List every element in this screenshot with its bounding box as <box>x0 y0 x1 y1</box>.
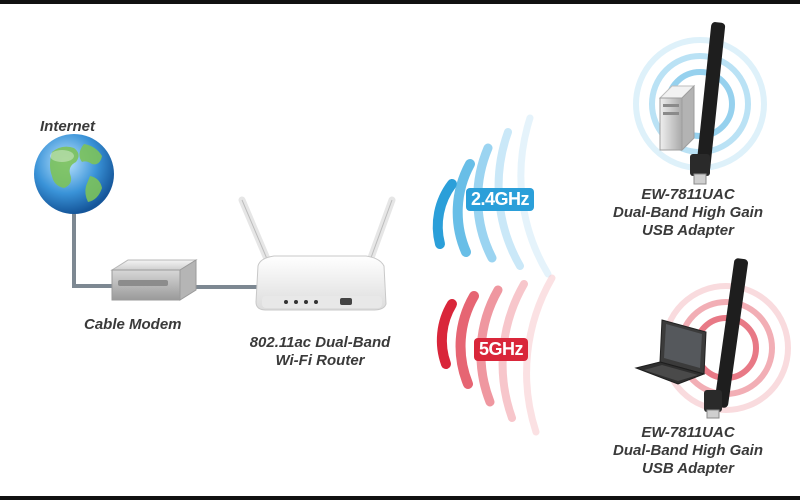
adapter-top-model: EW-7811UAC <box>641 186 735 203</box>
globe-to-modem-cable <box>72 212 112 288</box>
adapter-top-label: EW-7811UAC Dual-Band High Gain USB Adapt… <box>588 186 788 240</box>
desktop-pc-icon <box>633 37 767 171</box>
band-24ghz-badge: 2.4GHz <box>466 188 535 211</box>
router-label-line2: Wi-Fi Router <box>275 352 365 369</box>
cable-lines <box>72 212 262 289</box>
usb-adapter-icon <box>690 22 726 185</box>
adapter-bottom-model: EW-7811UAC <box>641 424 735 441</box>
diagram-art <box>34 22 791 436</box>
adapter-bottom-label: EW-7811UAC Dual-Band High Gain USB Adapt… <box>588 424 788 478</box>
router-label-line1: 802.11ac Dual-Band <box>249 334 391 351</box>
globe-icon <box>34 134 114 214</box>
router-label: 802.11ac Dual-Band Wi-Fi Router <box>230 334 410 370</box>
band-5ghz-badge: 5GHz <box>474 338 529 361</box>
cable-modem-label: Cable Modem <box>84 316 182 333</box>
adapter-bottom-type: USB Adapter <box>642 460 734 477</box>
adapter-bottom-desc: Dual-Band High Gain <box>613 442 763 459</box>
internet-label: Internet <box>40 118 96 135</box>
router-icon <box>238 196 396 311</box>
usb-adapter-icon <box>704 258 748 419</box>
adapter-top-type: USB Adapter <box>642 222 734 239</box>
cable-modem-icon <box>110 259 198 301</box>
adapter-top-desc: Dual-Band High Gain <box>613 204 763 221</box>
